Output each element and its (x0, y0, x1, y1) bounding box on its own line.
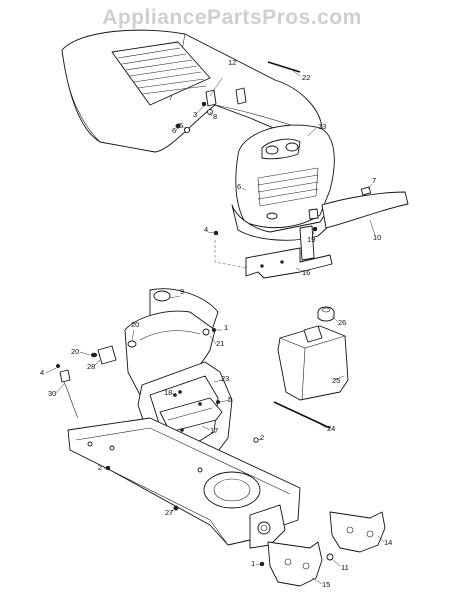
leader-line (45, 367, 57, 374)
callout-15: 15 (322, 580, 330, 589)
leader-line (207, 231, 215, 234)
callout-labels: 1234567891011121314151617181920212223242… (40, 58, 392, 589)
leader-line (201, 425, 211, 431)
fuel-cap-part (317, 306, 335, 322)
fuel-tank-part (277, 325, 349, 401)
leader-line (333, 375, 345, 381)
leader-line (79, 351, 91, 356)
callout-28: 28 (87, 362, 95, 371)
callout-12: 12 (228, 58, 236, 67)
leader-line (195, 105, 205, 115)
leader-line (331, 558, 341, 567)
leader-line (169, 295, 181, 299)
callout-26: 26 (338, 318, 346, 327)
leader-line (331, 315, 339, 323)
callout-20: 20 (71, 347, 79, 356)
leader-line (241, 187, 247, 191)
throttle-cable (55, 363, 79, 419)
bolt-1-lower (259, 561, 265, 567)
leader-line (255, 563, 261, 566)
axle-bracket-15 (267, 541, 323, 587)
leader-line (181, 125, 187, 130)
leader-line (209, 335, 217, 345)
callout-16: 16 (302, 268, 310, 277)
leader-line (311, 230, 315, 239)
callout-20: 20 (131, 320, 139, 329)
leader-line (55, 383, 65, 394)
callout-5: 5 (179, 121, 183, 130)
callout-17: 17 (210, 426, 218, 435)
axle-bracket-14 (329, 511, 386, 553)
chassis-frame-part (67, 417, 301, 549)
callout-19: 19 (307, 235, 315, 244)
leader-line (307, 127, 317, 137)
leader-line (311, 577, 323, 585)
callout-22: 22 (302, 73, 310, 82)
callout-21: 21 (216, 339, 224, 348)
spacer-part (308, 208, 319, 220)
callout-2: 2 (260, 433, 264, 442)
hood-brackets (175, 87, 247, 134)
callout-24: 24 (327, 424, 335, 433)
hood-mount-bracket (245, 225, 333, 279)
leader-line (369, 219, 376, 236)
watermark: AppliancePartsPros.com (102, 6, 362, 29)
leader-line (257, 437, 263, 441)
hood-rod (267, 61, 301, 73)
callout-9: 9 (180, 287, 184, 296)
leader-line (377, 535, 385, 543)
callout-1: 1 (224, 323, 228, 332)
leader-line (175, 126, 179, 132)
callout-27: 27 (165, 508, 173, 517)
leader-line (169, 508, 176, 514)
leader-line (295, 267, 305, 273)
callout-7: 7 (372, 176, 376, 185)
bolt-7 (360, 186, 372, 196)
callout-5: 5 (228, 395, 232, 404)
callout-6: 6 (237, 182, 241, 191)
leader-line (93, 359, 101, 367)
callout-11: 11 (341, 563, 349, 572)
callout-18: 18 (164, 388, 172, 397)
leader-line (219, 399, 231, 403)
switch-part (97, 345, 117, 365)
nut-11 (326, 553, 334, 561)
bumper-part (321, 191, 409, 229)
leader-line (209, 111, 213, 117)
hood-part (61, 29, 323, 153)
callout-13: 13 (318, 122, 326, 131)
callout-14: 14 (384, 538, 392, 547)
leader-line (319, 423, 327, 429)
leader-line (291, 69, 301, 77)
callout-8: 8 (213, 112, 217, 121)
callout-10: 10 (373, 233, 381, 242)
grommet-20 (127, 340, 137, 348)
callout-4: 4 (40, 368, 44, 377)
leader-line (131, 329, 135, 341)
callout-3: 3 (193, 110, 197, 119)
callout-2: 2 (98, 463, 102, 472)
leader-line (209, 77, 223, 97)
leader-line (103, 467, 109, 470)
callout-30: 30 (48, 389, 56, 398)
callout-1: 1 (251, 559, 255, 568)
leader-line (367, 183, 373, 190)
fuel-line (273, 401, 331, 429)
grille-part (231, 124, 335, 241)
leader-lines (45, 69, 385, 585)
callout-23: 23 (221, 374, 229, 383)
leader-line (213, 379, 223, 383)
callout-6: 6 (172, 126, 176, 135)
callout-25: 25 (332, 376, 340, 385)
callout-4: 4 (204, 225, 208, 234)
